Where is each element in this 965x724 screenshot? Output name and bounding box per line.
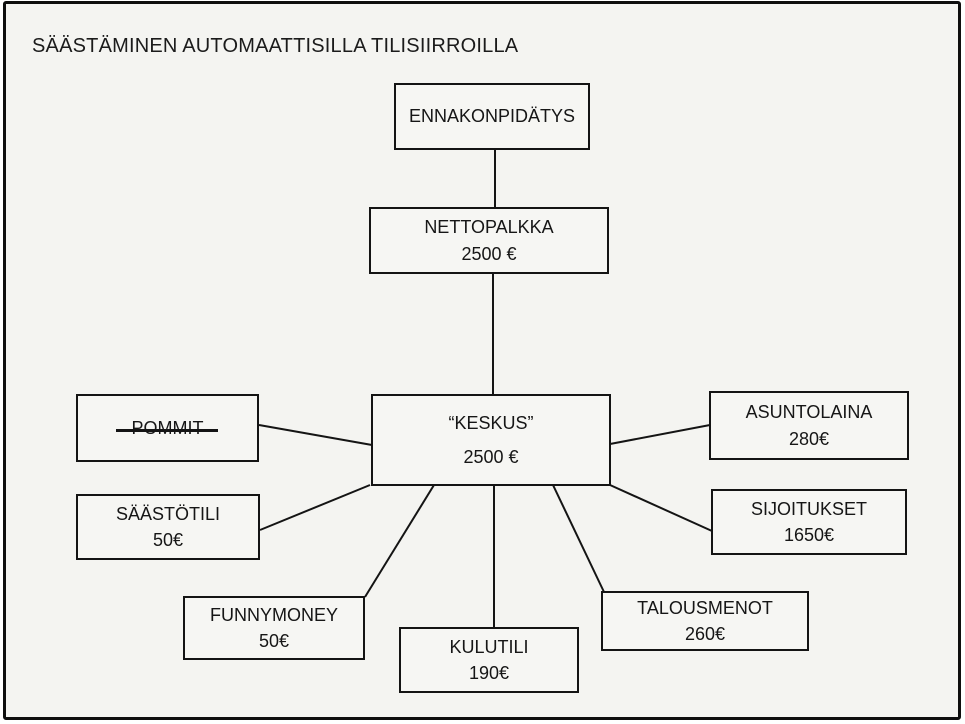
node-ennakonpidatys: ENNAKONPIDÄTYS xyxy=(394,83,590,150)
diagram-canvas: SÄÄSTÄMINEN AUTOMAATTISILLA TILISIIRROIL… xyxy=(3,1,961,720)
edge-keskus-sijoitukset xyxy=(609,484,713,532)
node-keskus-value: 2500 € xyxy=(463,447,519,467)
node-talousmenot: TALOUSMENOT 260€ xyxy=(601,591,809,651)
node-sijoitukset-value: 1650€ xyxy=(783,525,835,545)
node-pommit: POMMIT xyxy=(76,394,259,462)
node-kulutili: KULUTILI 190€ xyxy=(399,627,579,693)
node-saastotili-label: SÄÄSTÖTILI xyxy=(115,503,221,524)
node-nettopalkka-label: NETTOPALKKA xyxy=(424,217,554,238)
node-sijoitukset-label: SIJOITUKSET xyxy=(750,498,867,519)
node-ennakonpidatys-label: ENNAKONPIDÄTYS xyxy=(408,106,576,127)
node-keskus: “KESKUS” 2500 € xyxy=(371,394,611,486)
node-funnymoney-label: FUNNYMONEY xyxy=(209,604,338,625)
edge-keskus-talousmenot xyxy=(552,484,605,593)
node-funnymoney-value: 50€ xyxy=(258,631,290,651)
node-nettopalkka-value: 2500 € xyxy=(461,243,517,264)
node-asuntolaina-label: ASUNTOLAINA xyxy=(745,402,873,423)
node-sijoitukset: SIJOITUKSET 1650€ xyxy=(711,489,907,555)
node-kulutili-label: KULUTILI xyxy=(449,636,529,657)
node-talousmenot-value: 260€ xyxy=(684,624,726,644)
node-funnymoney: FUNNYMONEY 50€ xyxy=(183,596,365,660)
node-pommit-label: POMMIT xyxy=(115,415,218,441)
edge-keskus-funnymoney xyxy=(364,484,435,598)
diagram-title: SÄÄSTÄMINEN AUTOMAATTISILLA TILISIIRROIL… xyxy=(32,35,519,57)
node-saastotili-value: 50€ xyxy=(152,530,184,550)
edge-keskus-asuntolaina xyxy=(609,424,711,445)
node-kulutili-value: 190€ xyxy=(468,663,510,683)
edge-keskus-pommit xyxy=(258,424,373,446)
edge-keskus-saastotili xyxy=(259,484,371,531)
node-keskus-label: “KESKUS” xyxy=(448,412,534,433)
node-talousmenot-label: TALOUSMENOT xyxy=(637,597,773,618)
node-nettopalkka: NETTOPALKKA 2500 € xyxy=(369,207,609,274)
node-asuntolaina: ASUNTOLAINA 280€ xyxy=(709,391,909,460)
node-asuntolaina-value: 280€ xyxy=(788,428,830,449)
node-saastotili: SÄÄSTÖTILI 50€ xyxy=(76,494,260,560)
